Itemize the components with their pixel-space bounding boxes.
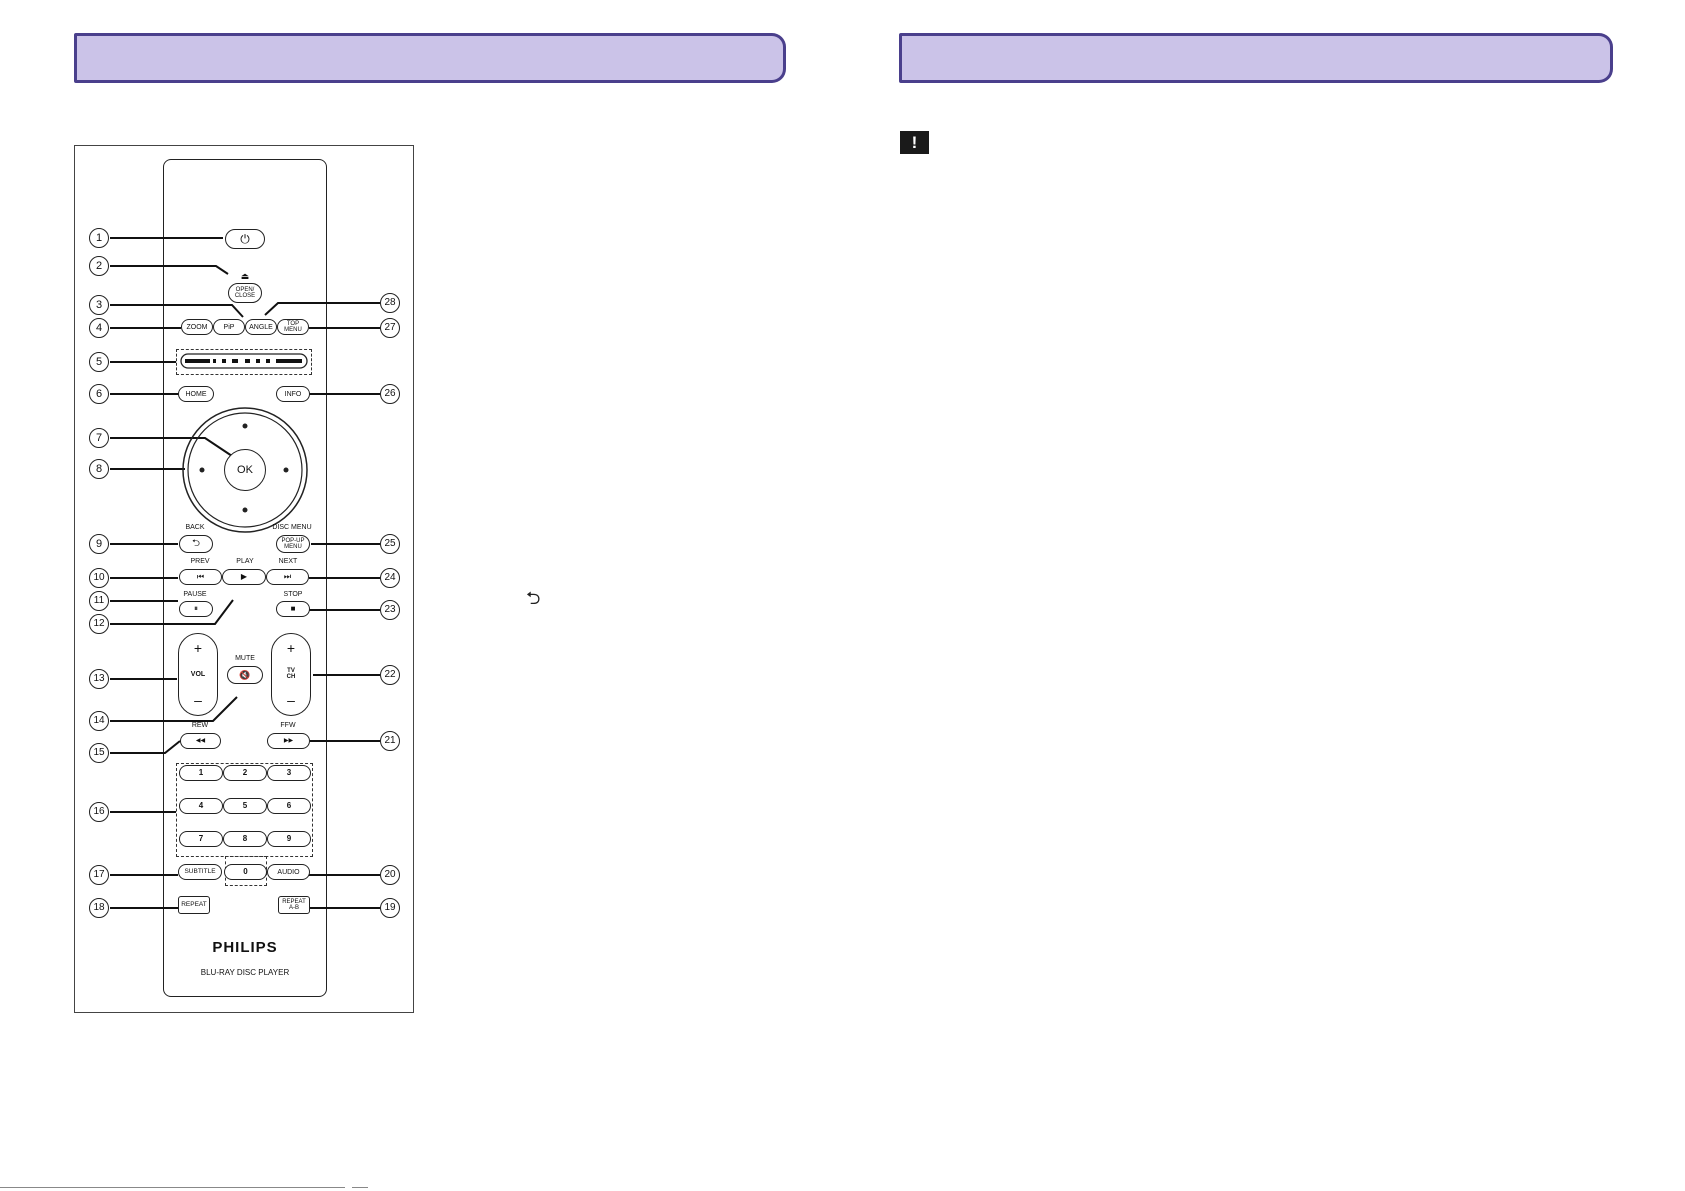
next-button[interactable]: ⏭ bbox=[266, 569, 309, 585]
disc-menu-label: DISC MENU bbox=[272, 524, 312, 531]
number-key-8[interactable]: 8 bbox=[223, 831, 267, 847]
section-header-right bbox=[899, 33, 1613, 83]
power-button[interactable]: ⏻ bbox=[225, 229, 265, 249]
popup-menu-button[interactable]: POP-UP MENU bbox=[276, 535, 310, 553]
callout-11: 11 bbox=[89, 591, 109, 611]
repeat-ab-button[interactable]: REPEAT A-B bbox=[278, 896, 310, 914]
callout-21: 21 bbox=[380, 731, 400, 751]
section-header-left bbox=[74, 33, 786, 83]
back-label: BACK bbox=[185, 524, 205, 531]
callout-23: 23 bbox=[380, 600, 400, 620]
number-key-0[interactable]: 0 bbox=[224, 864, 267, 880]
callout-7: 7 bbox=[89, 428, 109, 448]
color-buttons[interactable] bbox=[181, 354, 307, 368]
mute-button[interactable]: 🔇 bbox=[227, 666, 263, 684]
play-label: PLAY bbox=[236, 558, 254, 565]
info-button[interactable]: INFO bbox=[276, 386, 310, 402]
callout-17: 17 bbox=[89, 865, 109, 885]
ffw-label: FFW bbox=[280, 722, 296, 729]
pause-button[interactable]: ⏸ bbox=[179, 601, 213, 617]
footer-rule-short bbox=[352, 1187, 368, 1188]
number-key-9[interactable]: 9 bbox=[267, 831, 311, 847]
callout-1: 1 bbox=[89, 228, 109, 248]
stop-label: STOP bbox=[283, 591, 303, 598]
number-key-7[interactable]: 7 bbox=[179, 831, 223, 847]
callout-14: 14 bbox=[89, 711, 109, 731]
zoom-button[interactable]: ZOOM bbox=[181, 319, 213, 335]
callout-28: 28 bbox=[380, 293, 400, 313]
callout-13: 13 bbox=[89, 669, 109, 689]
prev-label: PREV bbox=[190, 558, 210, 565]
callout-2: 2 bbox=[89, 256, 109, 276]
tv-ch-label: TV CH bbox=[286, 668, 296, 680]
number-key-6[interactable]: 6 bbox=[267, 798, 311, 814]
volume-down-icon: – bbox=[194, 692, 202, 708]
repeat-button[interactable]: REPEAT bbox=[178, 896, 210, 914]
callout-24: 24 bbox=[380, 568, 400, 588]
fast-forward-button[interactable]: ▶▶ bbox=[267, 733, 310, 749]
callout-3: 3 bbox=[89, 295, 109, 315]
eject-icon: ⏏ bbox=[240, 271, 250, 281]
callout-25: 25 bbox=[380, 534, 400, 554]
callout-10: 10 bbox=[89, 568, 109, 588]
callout-26: 26 bbox=[380, 384, 400, 404]
callout-8: 8 bbox=[89, 459, 109, 479]
pip-button[interactable]: PiP bbox=[213, 319, 245, 335]
audio-button[interactable]: AUDIO bbox=[267, 864, 310, 880]
model-name: BLU-RAY DISC PLAYER bbox=[200, 968, 290, 977]
callout-20: 20 bbox=[380, 865, 400, 885]
callout-5: 5 bbox=[89, 352, 109, 372]
prev-button[interactable]: ⏮ bbox=[179, 569, 222, 585]
subtitle-button[interactable]: SUBTITLE bbox=[178, 864, 222, 880]
warning-icon: ! bbox=[900, 131, 929, 154]
callout-16: 16 bbox=[89, 802, 109, 822]
callout-22: 22 bbox=[380, 665, 400, 685]
play-button[interactable]: ▶ bbox=[222, 569, 266, 585]
brand-logo: PHILIPS bbox=[212, 939, 278, 956]
volume-rocker[interactable]: + VOL – bbox=[178, 633, 218, 716]
callout-18: 18 bbox=[89, 898, 109, 918]
volume-up-icon: + bbox=[193, 640, 203, 656]
callout-6: 6 bbox=[89, 384, 109, 404]
callout-12: 12 bbox=[89, 614, 109, 634]
color-buttons-group bbox=[176, 349, 312, 375]
callout-19: 19 bbox=[380, 898, 400, 918]
top-menu-button[interactable]: TOP MENU bbox=[277, 319, 309, 335]
navigation-ring[interactable] bbox=[183, 408, 307, 532]
callout-15: 15 bbox=[89, 743, 109, 763]
number-key-3[interactable]: 3 bbox=[267, 765, 311, 781]
number-key-1[interactable]: 1 bbox=[179, 765, 223, 781]
pause-label: PAUSE bbox=[183, 591, 207, 598]
ok-button[interactable]: OK bbox=[224, 449, 266, 491]
number-key-4[interactable]: 4 bbox=[179, 798, 223, 814]
tv-channel-rocker[interactable]: + TV CH – bbox=[271, 633, 311, 716]
back-button[interactable]: ⮌ bbox=[179, 535, 213, 553]
callout-27: 27 bbox=[380, 318, 400, 338]
channel-down-icon: – bbox=[287, 692, 295, 708]
open-close-button[interactable]: OPEN/ CLOSE bbox=[228, 283, 262, 303]
home-button[interactable]: HOME bbox=[178, 386, 214, 402]
stop-button[interactable]: ■ bbox=[276, 601, 310, 617]
volume-label: VOL bbox=[190, 671, 206, 678]
channel-up-icon: + bbox=[286, 640, 296, 656]
mute-label: MUTE bbox=[235, 655, 255, 662]
callout-4: 4 bbox=[89, 318, 109, 338]
next-label: NEXT bbox=[278, 558, 298, 565]
rewind-button[interactable]: ◀◀ bbox=[180, 733, 221, 749]
angle-button[interactable]: ANGLE bbox=[245, 319, 277, 335]
number-key-2[interactable]: 2 bbox=[223, 765, 267, 781]
callout-9: 9 bbox=[89, 534, 109, 554]
back-symbol-icon: ⮌ bbox=[526, 588, 541, 608]
number-key-5[interactable]: 5 bbox=[223, 798, 267, 814]
footer-rule bbox=[0, 1187, 345, 1188]
rew-label: REW bbox=[191, 722, 209, 729]
remote-figure-frame bbox=[74, 145, 414, 1013]
